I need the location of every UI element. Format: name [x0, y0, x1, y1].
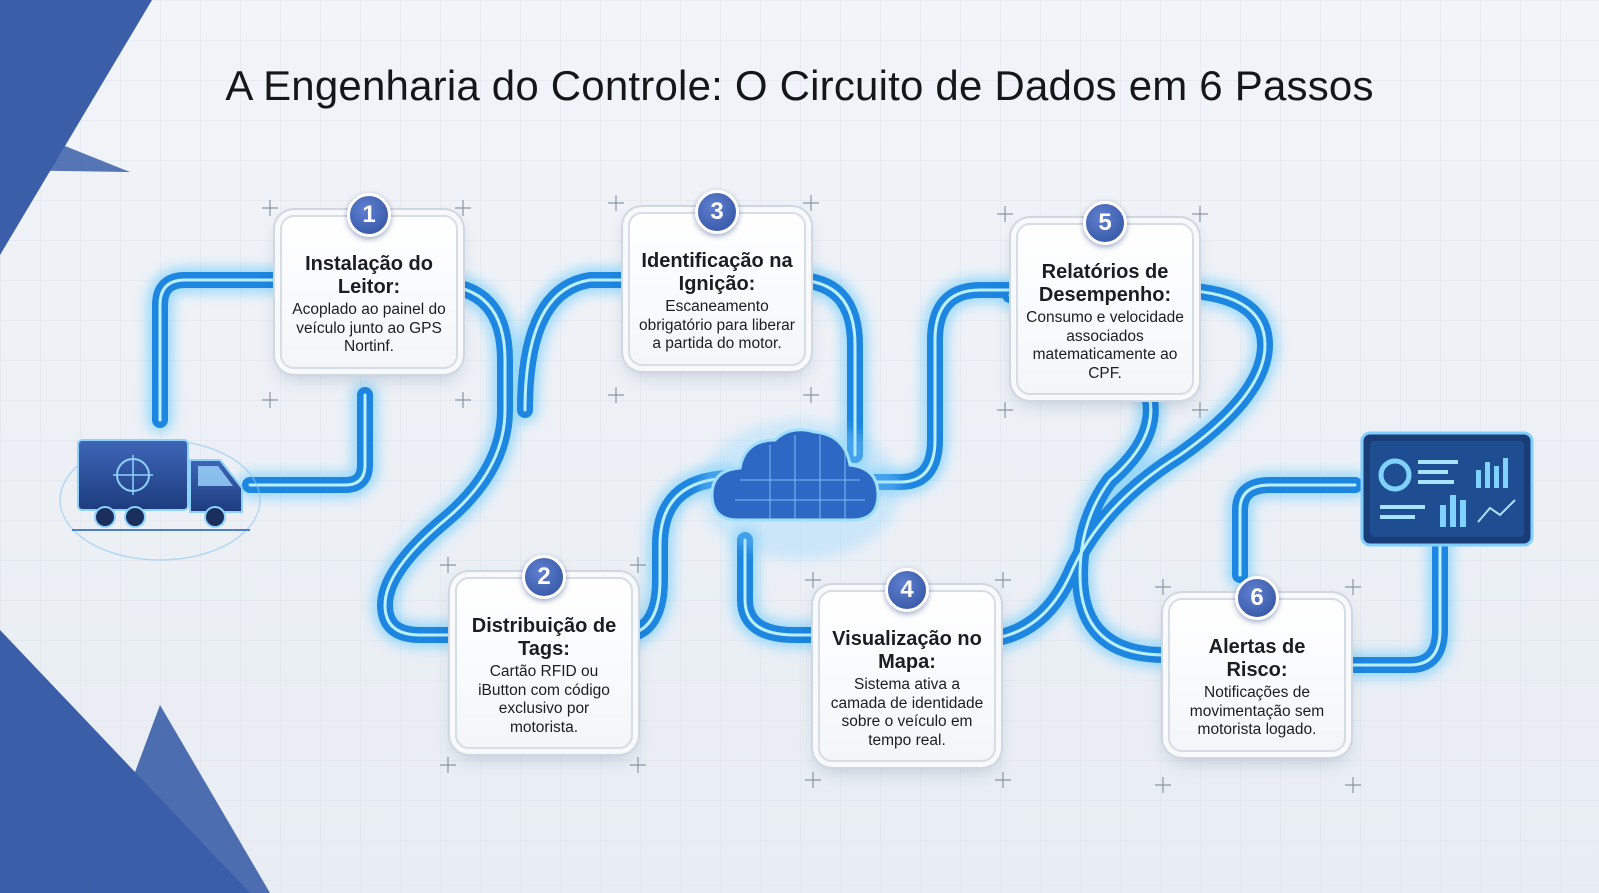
triangle-decor	[0, 0, 270, 893]
dashboard-icon	[1360, 431, 1534, 547]
step-number-badge: 5	[1083, 201, 1127, 245]
step-number-badge: 6	[1235, 576, 1279, 620]
step-title: Alertas de Risco:	[1208, 636, 1306, 681]
step-title: Relatórios de Desempenho:	[1038, 261, 1172, 306]
truck-icon	[59, 439, 261, 561]
step-title: Identificação na Ignição:	[641, 250, 793, 295]
step-number-badge: 3	[695, 190, 739, 234]
step-description: Notificações de movimentação sem motoris…	[1189, 684, 1325, 738]
cloud-icon	[700, 420, 900, 560]
step-card-3: 3 Identificação na Ignição: Escaneamento…	[628, 190, 806, 366]
step-card-5: 5 Relatórios de Desempenho: Consumo e ve…	[1016, 201, 1194, 395]
step-number-badge: 4	[885, 568, 929, 612]
step-description: Acoplado ao painel do veículo junto ao G…	[292, 301, 446, 355]
step-card-1: 1 Instalação do Leitor: Acoplado ao pain…	[280, 193, 458, 369]
step-title: Instalação do Leitor:	[305, 253, 433, 298]
data-circuit-pipes	[147, 267, 1453, 678]
step-title: Distribuição de Tags:	[471, 615, 617, 660]
step-number-badge: 1	[347, 193, 391, 237]
step-card-2: 2 Distribuição de Tags: Cartão RFID ou i…	[455, 555, 633, 749]
step-number-badge: 2	[522, 555, 566, 599]
step-card-6: 6 Alertas de Risco: Notificações de movi…	[1168, 576, 1346, 752]
crosshair-marks	[262, 195, 1361, 793]
page-title: A Engenharia do Controle: O Circuito de …	[225, 62, 1374, 109]
step-description: Cartão RFID ou iButton com código exclus…	[478, 663, 610, 736]
step-description: Escaneamento obrigatório para liberar a …	[639, 298, 795, 352]
step-card-4: 4 Visualização no Mapa: Sistema ativa a …	[818, 568, 996, 762]
step-description: Consumo e velocidade associados matemati…	[1026, 309, 1184, 382]
step-title: Visualização no Mapa:	[832, 628, 982, 673]
step-description: Sistema ativa a camada de identidade sob…	[830, 676, 984, 749]
